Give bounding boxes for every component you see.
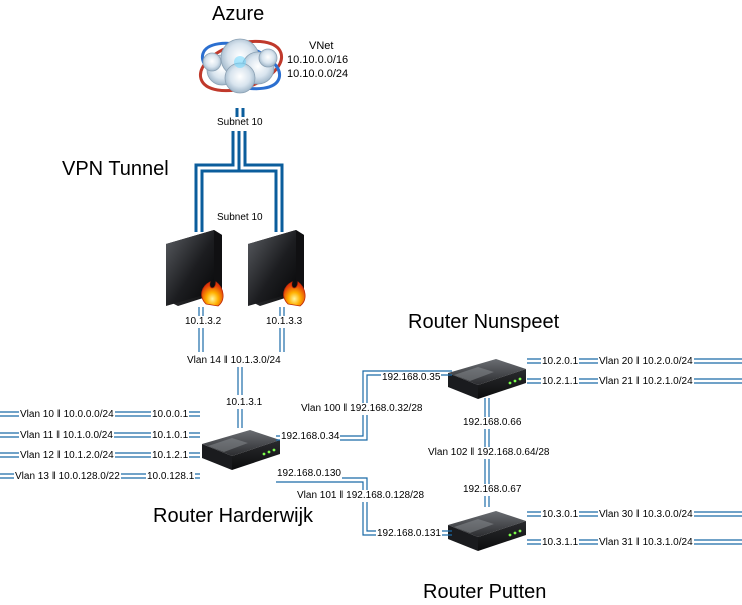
harderwijk-vlan-name: Vlan 11 ‖ 10.1.0.0/24 (19, 430, 114, 442)
putten-ip-101: 192.168.0.131 (376, 528, 442, 540)
router-harderwijk-icon (202, 430, 280, 470)
harderwijk-vlan-name: Vlan 12 ‖ 10.1.2.0/24 (19, 450, 115, 462)
putten-vlan-gw: 10.3.1.1 (541, 537, 580, 549)
firewall-right-icon (248, 230, 306, 307)
vnet-label: VNet (309, 40, 334, 52)
subnet-top-label: Subnet 10 (216, 117, 264, 129)
nunspeet-vlan-name: Vlan 20 ‖ 10.2.0.0/24 (598, 356, 694, 368)
putten-vlan-gw: 10.3.0.1 (541, 509, 580, 521)
vpn-tunnel-link (194, 131, 284, 232)
harderwijk-vlan-gw: 10.0.0.1 (151, 409, 190, 421)
firewall-left-icon (166, 230, 224, 307)
nunspeet-ip-102: 192.168.0.66 (462, 417, 523, 429)
harderwijk-vlan-name: Vlan 10 ‖ 10.0.0.0/24 (19, 409, 115, 421)
vlan101-label: Vlan 101 ‖ 192.168.0.128/28 (296, 490, 426, 502)
vpn-tunnel-title: VPN Tunnel (62, 158, 169, 180)
subnet-mid-label: Subnet 10 (217, 212, 263, 223)
harderwijk-vlan-gw: 10.1.2.1 (151, 450, 190, 462)
harderwijk-lan-links (0, 411, 200, 479)
azure-cloud-icon (198, 38, 284, 94)
vlan14-firewall-links (198, 328, 285, 352)
router-harderwijk-title: Router Harderwijk (153, 505, 314, 527)
putten-ip-102: 192.168.0.67 (462, 484, 523, 496)
firewall-left-ip: 10.1.3.2 (184, 316, 223, 328)
router-putten-title: Router Putten (423, 581, 547, 603)
vlan14-router-link (237, 367, 243, 428)
harderwijk-ip-101: 192.168.0.130 (276, 468, 342, 480)
harderwijk-uplink-ip: 10.1.3.1 (225, 397, 264, 409)
putten-vlan-name: Vlan 31 ‖ 10.3.1.0/24 (598, 537, 694, 549)
subnet-cidr: 10.10.0.0/24 (287, 68, 349, 80)
nunspeet-ip-100: 192.168.0.35 (381, 372, 442, 384)
vlan102-label: Vlan 102 ‖ 192.168.0.64/28 (427, 447, 551, 459)
nunspeet-vlan-gw: 10.2.1.1 (541, 376, 580, 388)
vlan14-label: Vlan 14 ‖ 10.1.3.0/24 (186, 355, 282, 367)
router-nunspeet-icon (448, 359, 526, 399)
harderwijk-vlan-name: Vlan 13 ‖ 10.0.128.0/22 (14, 471, 121, 483)
putten-vlan-name: Vlan 30 ‖ 10.3.0.0/24 (598, 509, 694, 521)
azure-title: Azure (212, 3, 265, 25)
router-nunspeet-title: Router Nunspeet (408, 311, 560, 333)
router-putten-icon (448, 511, 526, 551)
harderwijk-vlan-gw: 10.1.0.1 (151, 430, 190, 442)
firewall-stubs (198, 307, 285, 316)
nunspeet-vlan-gw: 10.2.0.1 (541, 356, 580, 368)
nunspeet-vlan-name: Vlan 21 ‖ 10.2.1.0/24 (598, 376, 694, 388)
harderwijk-vlan-gw: 10.0.128.1 (146, 471, 196, 483)
firewall-right-ip: 10.1.3.3 (265, 316, 304, 328)
vnet-cidr: 10.10.0.0/16 (287, 54, 349, 66)
vlan100-label: Vlan 100 ‖ 192.168.0.32/28 (300, 403, 424, 415)
harderwijk-ip-100: 192.168.0.34 (280, 431, 341, 443)
